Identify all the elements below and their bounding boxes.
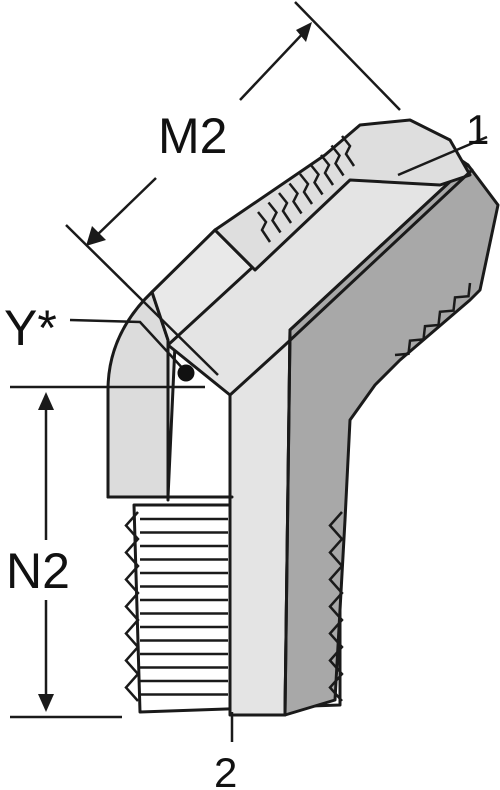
bottom-thread-left-flank (124, 511, 140, 702)
upper-thread-tooth (330, 144, 345, 177)
label-y: Y* (4, 300, 57, 356)
dimension-arrowheads (38, 22, 312, 712)
upper-thread-tooth (278, 192, 293, 224)
side-thread-flank (394, 282, 472, 357)
upper-thread-teeth (257, 135, 356, 243)
label-port-2: 2 (214, 749, 237, 790)
y-reference-point (177, 364, 195, 382)
upper-thread-tooth (299, 173, 314, 205)
label-m2: M2 (158, 108, 227, 164)
label-n2: N2 (6, 543, 70, 599)
upper-thread-tooth (341, 135, 356, 167)
edge-highlights (106, 168, 474, 714)
upper-thread-tooth (267, 201, 282, 234)
upper-nipple (213, 118, 472, 272)
side-thread-teeth (394, 282, 472, 357)
upper-thread-tooth (309, 163, 324, 196)
upper-thread-tooth (257, 211, 272, 243)
dimension-lines (10, 1, 488, 742)
bottom-thread-teeth (124, 511, 344, 702)
bottom-thread-right-flank (328, 511, 344, 702)
label-port-1: 1 (466, 106, 489, 153)
upper-thread-tooth (320, 154, 335, 186)
upper-thread-tooth (288, 182, 303, 215)
